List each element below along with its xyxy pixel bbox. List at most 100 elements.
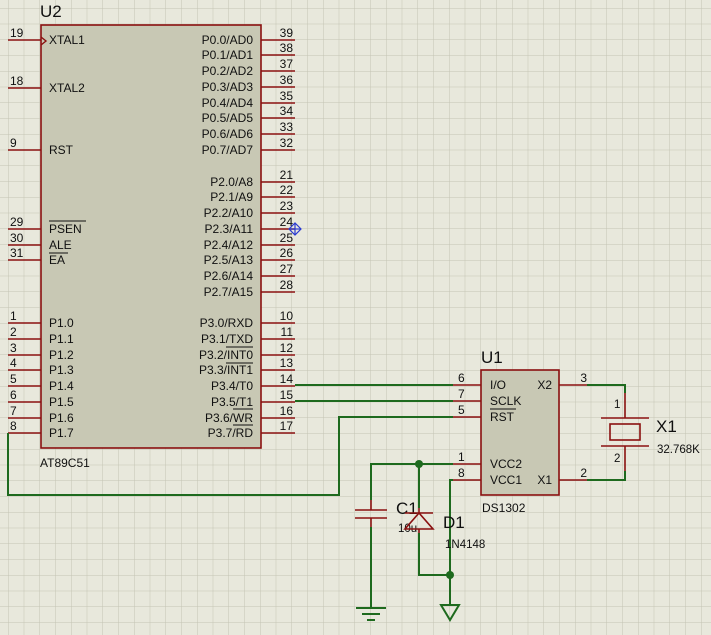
u2-left-pin-label: RST [49,143,74,157]
u2-right-pin-label: P3.0/RXD [200,316,254,330]
d1-ref-label: D1 [443,513,465,532]
u2-left-pins: XTAL119XTAL218RST9PSEN29ALE30EA31P1.01P1… [8,26,85,440]
d1-diode[interactable]: D1 1N4148 [403,508,485,551]
u2-right-pin-number: 23 [280,199,294,213]
u2-left-pin-label: P1.6 [49,411,74,425]
u2-right-pin-label: P0.2/AD2 [202,64,254,78]
u2-left-pin-label: XTAL2 [49,81,85,95]
u2-left-pin-label: P1.2 [49,348,74,362]
u1-part-label: DS1302 [482,501,526,515]
u2-right-pin-label: P3.4/T0 [211,379,253,393]
u2-right-pin-number: 28 [280,278,294,292]
u2-right-pin-label: P2.7/A15 [204,285,254,299]
wires [7,384,626,608]
u2-right-pin-number: 15 [280,388,294,402]
u2-right-pin-label: P2.3/A11 [205,222,254,236]
u2-right-pin-label: P2.1/A9 [210,190,253,204]
u2-right-pin-label: P3.7/RD [208,426,254,440]
d1-value-label: 1N4148 [445,539,485,551]
u2-right-pin-label: P3.3/INT1 [199,363,253,377]
u2-part-label: AT89C51 [40,456,90,470]
u2-right-pin-label: P0.7/AD7 [202,143,254,157]
x1-pin-bottom-num: 2 [614,453,620,465]
u1-left-pin-number: 7 [458,387,465,401]
u2-right-pin-number: 14 [280,372,294,386]
wire-vcc1[interactable] [449,479,453,605]
u2-microcontroller[interactable]: U2 AT89C51 XTAL119XTAL218RST9PSEN29ALE30… [8,2,295,470]
u2-left-pin-label: PSEN [49,222,82,236]
u2-right-pin-number: 38 [280,41,294,55]
u2-right-pin-label: P2.2/A10 [204,206,254,220]
u2-right-pin-label: P2.0/A8 [210,175,253,189]
u1-ref-label: U1 [481,348,503,367]
u2-right-pin-label: P3.2/INT0 [199,348,253,362]
u2-right-pin-number: 24 [280,215,294,229]
u1-right-pin-label: X1 [537,473,552,487]
wire-x1[interactable] [587,471,626,481]
u2-right-pin-number: 25 [280,231,294,245]
u2-right-pin-number: 26 [280,246,294,260]
x1-value-label: 32.768K [657,444,700,456]
u1-left-pin-number: 6 [458,371,465,385]
u2-right-pin-number: 10 [280,309,294,323]
u2-right-pin-label: P0.0/AD0 [202,33,254,47]
u2-left-pin-number: 18 [10,74,24,88]
u1-right-pin-number: 2 [580,466,587,480]
u2-left-pin-number: 29 [10,215,24,229]
u1-left-pin-number: 1 [458,450,465,464]
u2-left-pin-label: EA [49,253,65,267]
u1-left-pin-label: RST [490,410,515,424]
u2-left-pin-label: ALE [49,238,72,252]
u2-right-pin-number: 33 [280,120,294,134]
u2-ref-label: U2 [40,2,62,21]
clock-marker-icon [40,36,48,46]
u1-left-pin-label: VCC1 [490,473,522,487]
u2-left-pin-number: 30 [10,231,24,245]
x1-ref-label: X1 [656,417,677,436]
wire-vcc2[interactable] [370,463,453,500]
u2-right-pin-label: P3.5/T1 [211,395,253,409]
u2-right-pin-number: 22 [280,183,294,197]
u2-right-pin-number: 21 [280,168,294,182]
u2-left-pin-number: 2 [10,325,17,339]
u2-left-pin-label: XTAL1 [49,33,85,47]
u1-left-pin-number: 8 [458,466,465,480]
u1-body[interactable] [480,369,560,496]
u2-right-pin-number: 36 [280,73,294,87]
u1-left-pin-label: SCLK [490,394,521,408]
u2-right-pin-label: P3.6/WR [205,411,253,425]
u2-right-pin-number: 37 [280,57,294,71]
u2-left-pin-number: 4 [10,356,17,370]
u2-left-pin-number: 19 [10,26,24,40]
u2-right-pin-number: 11 [281,325,294,339]
wire-rst[interactable] [7,416,453,496]
cursor-crosshair-icon [288,222,302,236]
wire-diode-vcc1[interactable] [418,533,450,576]
u2-right-pin-label: P2.4/A12 [204,238,254,252]
u2-right-pin-label: P2.6/A14 [204,269,254,283]
u2-left-pin-number: 31 [10,246,24,260]
x1-pin-top-num: 1 [614,399,620,411]
u1-left-pin-number: 5 [458,403,465,417]
u2-right-pin-number: 17 [280,419,294,433]
wire-x2[interactable] [587,384,626,393]
u2-right-pin-label: P0.3/AD3 [202,80,254,94]
x1-crystal[interactable]: 1 2 X1 32.768K [601,393,700,471]
u2-left-pin-label: P1.1 [49,332,74,346]
u1-left-pin-label: VCC2 [490,457,522,471]
u2-left-pin-label: P1.7 [49,426,74,440]
ground-triangle-icon [439,604,461,622]
u2-right-pin-number: 13 [280,356,294,370]
u2-right-pin-number: 34 [280,104,294,118]
u1-left-pin-label: I/O [490,378,506,392]
u2-right-pin-number: 35 [280,89,294,103]
u2-body[interactable] [40,24,262,449]
u2-left-pin-label: P1.0 [49,316,74,330]
junction-vcc2 [415,460,423,468]
u2-left-pin-number: 8 [10,419,17,433]
u2-left-pin-number: 3 [10,341,17,355]
